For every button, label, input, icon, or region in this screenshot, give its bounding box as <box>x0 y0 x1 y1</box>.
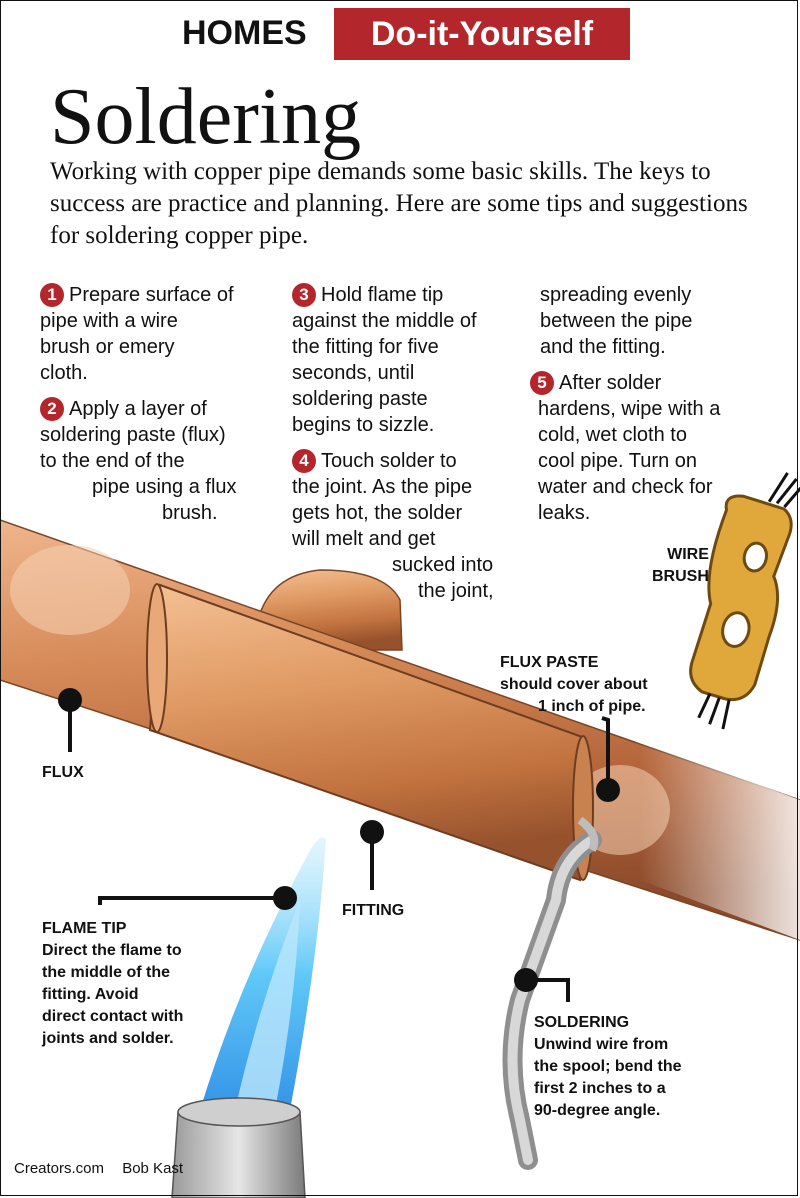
step-number: 5 <box>530 371 554 395</box>
callout-dot-flux-paste <box>596 778 620 802</box>
step-number: 3 <box>292 283 316 307</box>
section-tag: Do-it-Yourself <box>334 8 630 60</box>
section-label: HOMES <box>182 14 307 52</box>
wire-brush <box>689 472 800 730</box>
label-soldering: SOLDERING Unwind wire from the spool; be… <box>534 1014 682 1119</box>
label-wire-brush: WIRE BRUSH <box>652 546 709 585</box>
label-fitting: FITTING <box>342 902 405 919</box>
intro-text: Working with copper pipe demands some ba… <box>50 158 748 249</box>
step-number: 1 <box>40 283 64 307</box>
flame <box>200 837 326 1110</box>
credits: Creators.com Bob Kast <box>14 1160 197 1177</box>
callout-dot-soldering <box>514 968 538 992</box>
credit-artist: Bob Kast <box>122 1160 184 1177</box>
credit-site: Creators.com <box>14 1160 105 1177</box>
step-number: 4 <box>292 449 316 473</box>
step-4-continued: spreading evenly between the pipe and th… <box>540 284 693 358</box>
callout-dot-fitting <box>360 820 384 844</box>
page-title: Soldering <box>50 73 362 161</box>
callout-dot-flame <box>273 886 297 910</box>
label-flux: FLUX <box>42 764 84 781</box>
label-flux-paste: FLUX PASTE should cover about 1 inch of … <box>500 654 648 715</box>
label-flame-tip: FLAME TIP Direct the flame to the middle… <box>42 920 184 1047</box>
step-number: 2 <box>40 397 64 421</box>
callout-dot-flux <box>58 688 82 712</box>
